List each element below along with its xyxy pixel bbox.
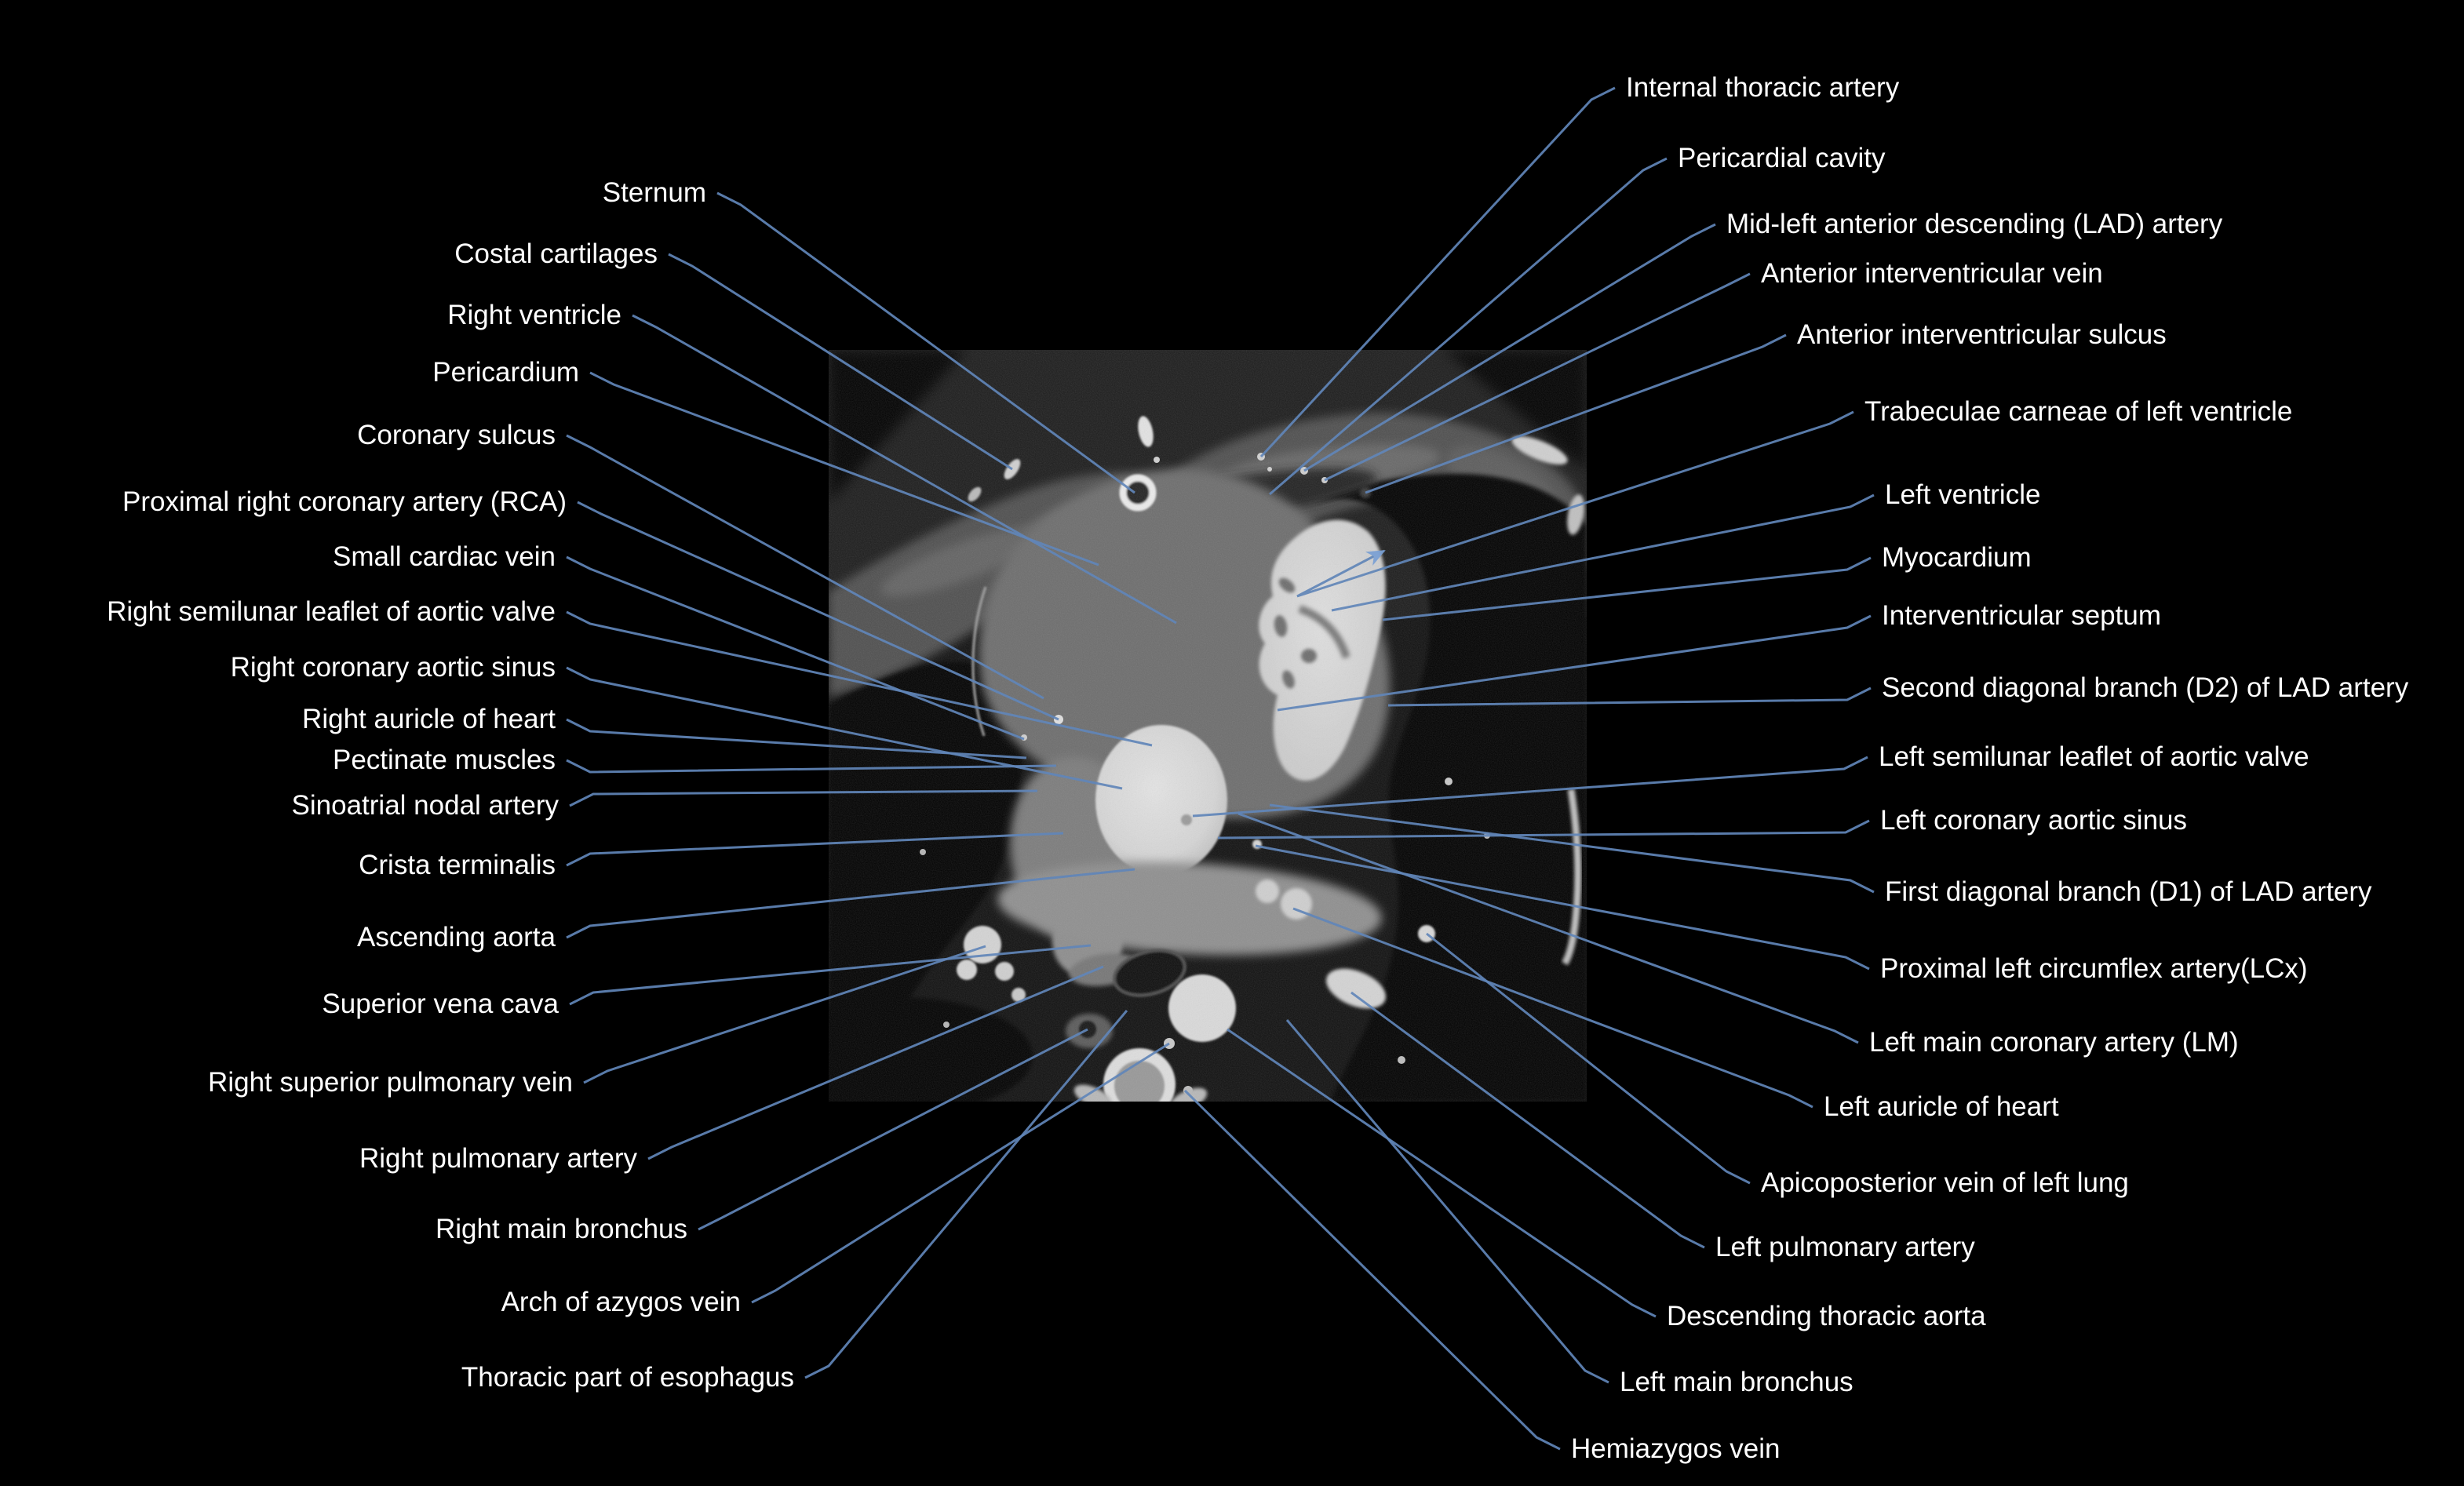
- leader-line-sternum: [716, 191, 1135, 494]
- leader-line-costal-cartilages: [668, 253, 1013, 471]
- leader-line-superior-vena-cava: [569, 944, 1092, 1006]
- leader-line-right-pulmonary-artery: [647, 965, 1104, 1160]
- leader-line-mid-left-anterior-descending-lad-artery: [1303, 223, 1716, 472]
- ct-noise: [829, 350, 1587, 1102]
- leader-line-anterior-interventricular-sulcus: [1365, 333, 1787, 494]
- leader-line-left-main-bronchus: [1285, 1019, 1609, 1384]
- leader-line-right-semilunar-leaflet-of-aortic-valve: [566, 610, 1153, 747]
- leader-line-apicoposterior-vein-of-left-lung: [1426, 932, 1751, 1185]
- leader-line-trabeculae-carneae-of-left-ventricle: [1296, 410, 1854, 598]
- leader-line-left-main-coronary-artery-lm: [1237, 812, 1859, 1044]
- leader-line-ascending-aorta: [566, 868, 1135, 939]
- leader-line-left-semilunar-leaflet-of-aortic-valve: [1192, 756, 1868, 818]
- leader-line-pectinate-muscles: [566, 759, 1057, 774]
- leader-line-left-coronary-aortic-sinus: [1217, 819, 1870, 840]
- leader-line-small-cardiac-vein: [566, 555, 1025, 741]
- leader-line-pericardium: [589, 371, 1099, 566]
- leader-line-right-superior-pulmonary-vein: [583, 945, 986, 1084]
- leader-line-descending-thoracic-aorta: [1227, 1028, 1657, 1318]
- leader-line-anterior-interventricular-vein: [1324, 272, 1751, 482]
- leader-line-myocardium: [1382, 556, 1872, 621]
- leader-line-second-diagonal-branch-d2-of-lad-artery: [1387, 687, 1872, 707]
- ct-scan-image: [829, 350, 1587, 1102]
- leader-line-proximal-right-coronary-artery-rca: [577, 501, 1059, 721]
- leader-line-right-main-bronchus: [698, 1028, 1088, 1231]
- leader-line-left-ventricle: [1331, 494, 1875, 612]
- leader-line-hemiazygos-vein: [1183, 1089, 1561, 1451]
- leader-line-internal-thoracic-artery: [1259, 86, 1616, 458]
- leader-line-thoracic-part-of-esophagus: [804, 1010, 1128, 1379]
- leader-line-left-auricle-of-heart: [1292, 907, 1813, 1109]
- leader-line-interventricular-septum: [1277, 614, 1872, 712]
- leader-line-left-pulmonary-artery: [1350, 991, 1705, 1249]
- leader-line-crista-terminalis: [566, 832, 1064, 867]
- leader-line-coronary-sulcus: [566, 434, 1044, 700]
- leader-line-proximal-left-circumflex-artery-lcx: [1255, 844, 1870, 971]
- leader-lines-layer: [566, 86, 1875, 1451]
- leader-line-arch-of-azygos-vein: [751, 1042, 1170, 1304]
- leader-line-first-diagonal-branch-d1-of-lad-artery: [1269, 803, 1875, 894]
- leader-line-right-ventricle: [632, 314, 1177, 625]
- leader-line-pericardial-cavity: [1269, 157, 1668, 496]
- leader-line-sinoatrial-nodal-artery: [569, 789, 1038, 807]
- leader-line-right-auricle-of-heart: [566, 718, 1027, 759]
